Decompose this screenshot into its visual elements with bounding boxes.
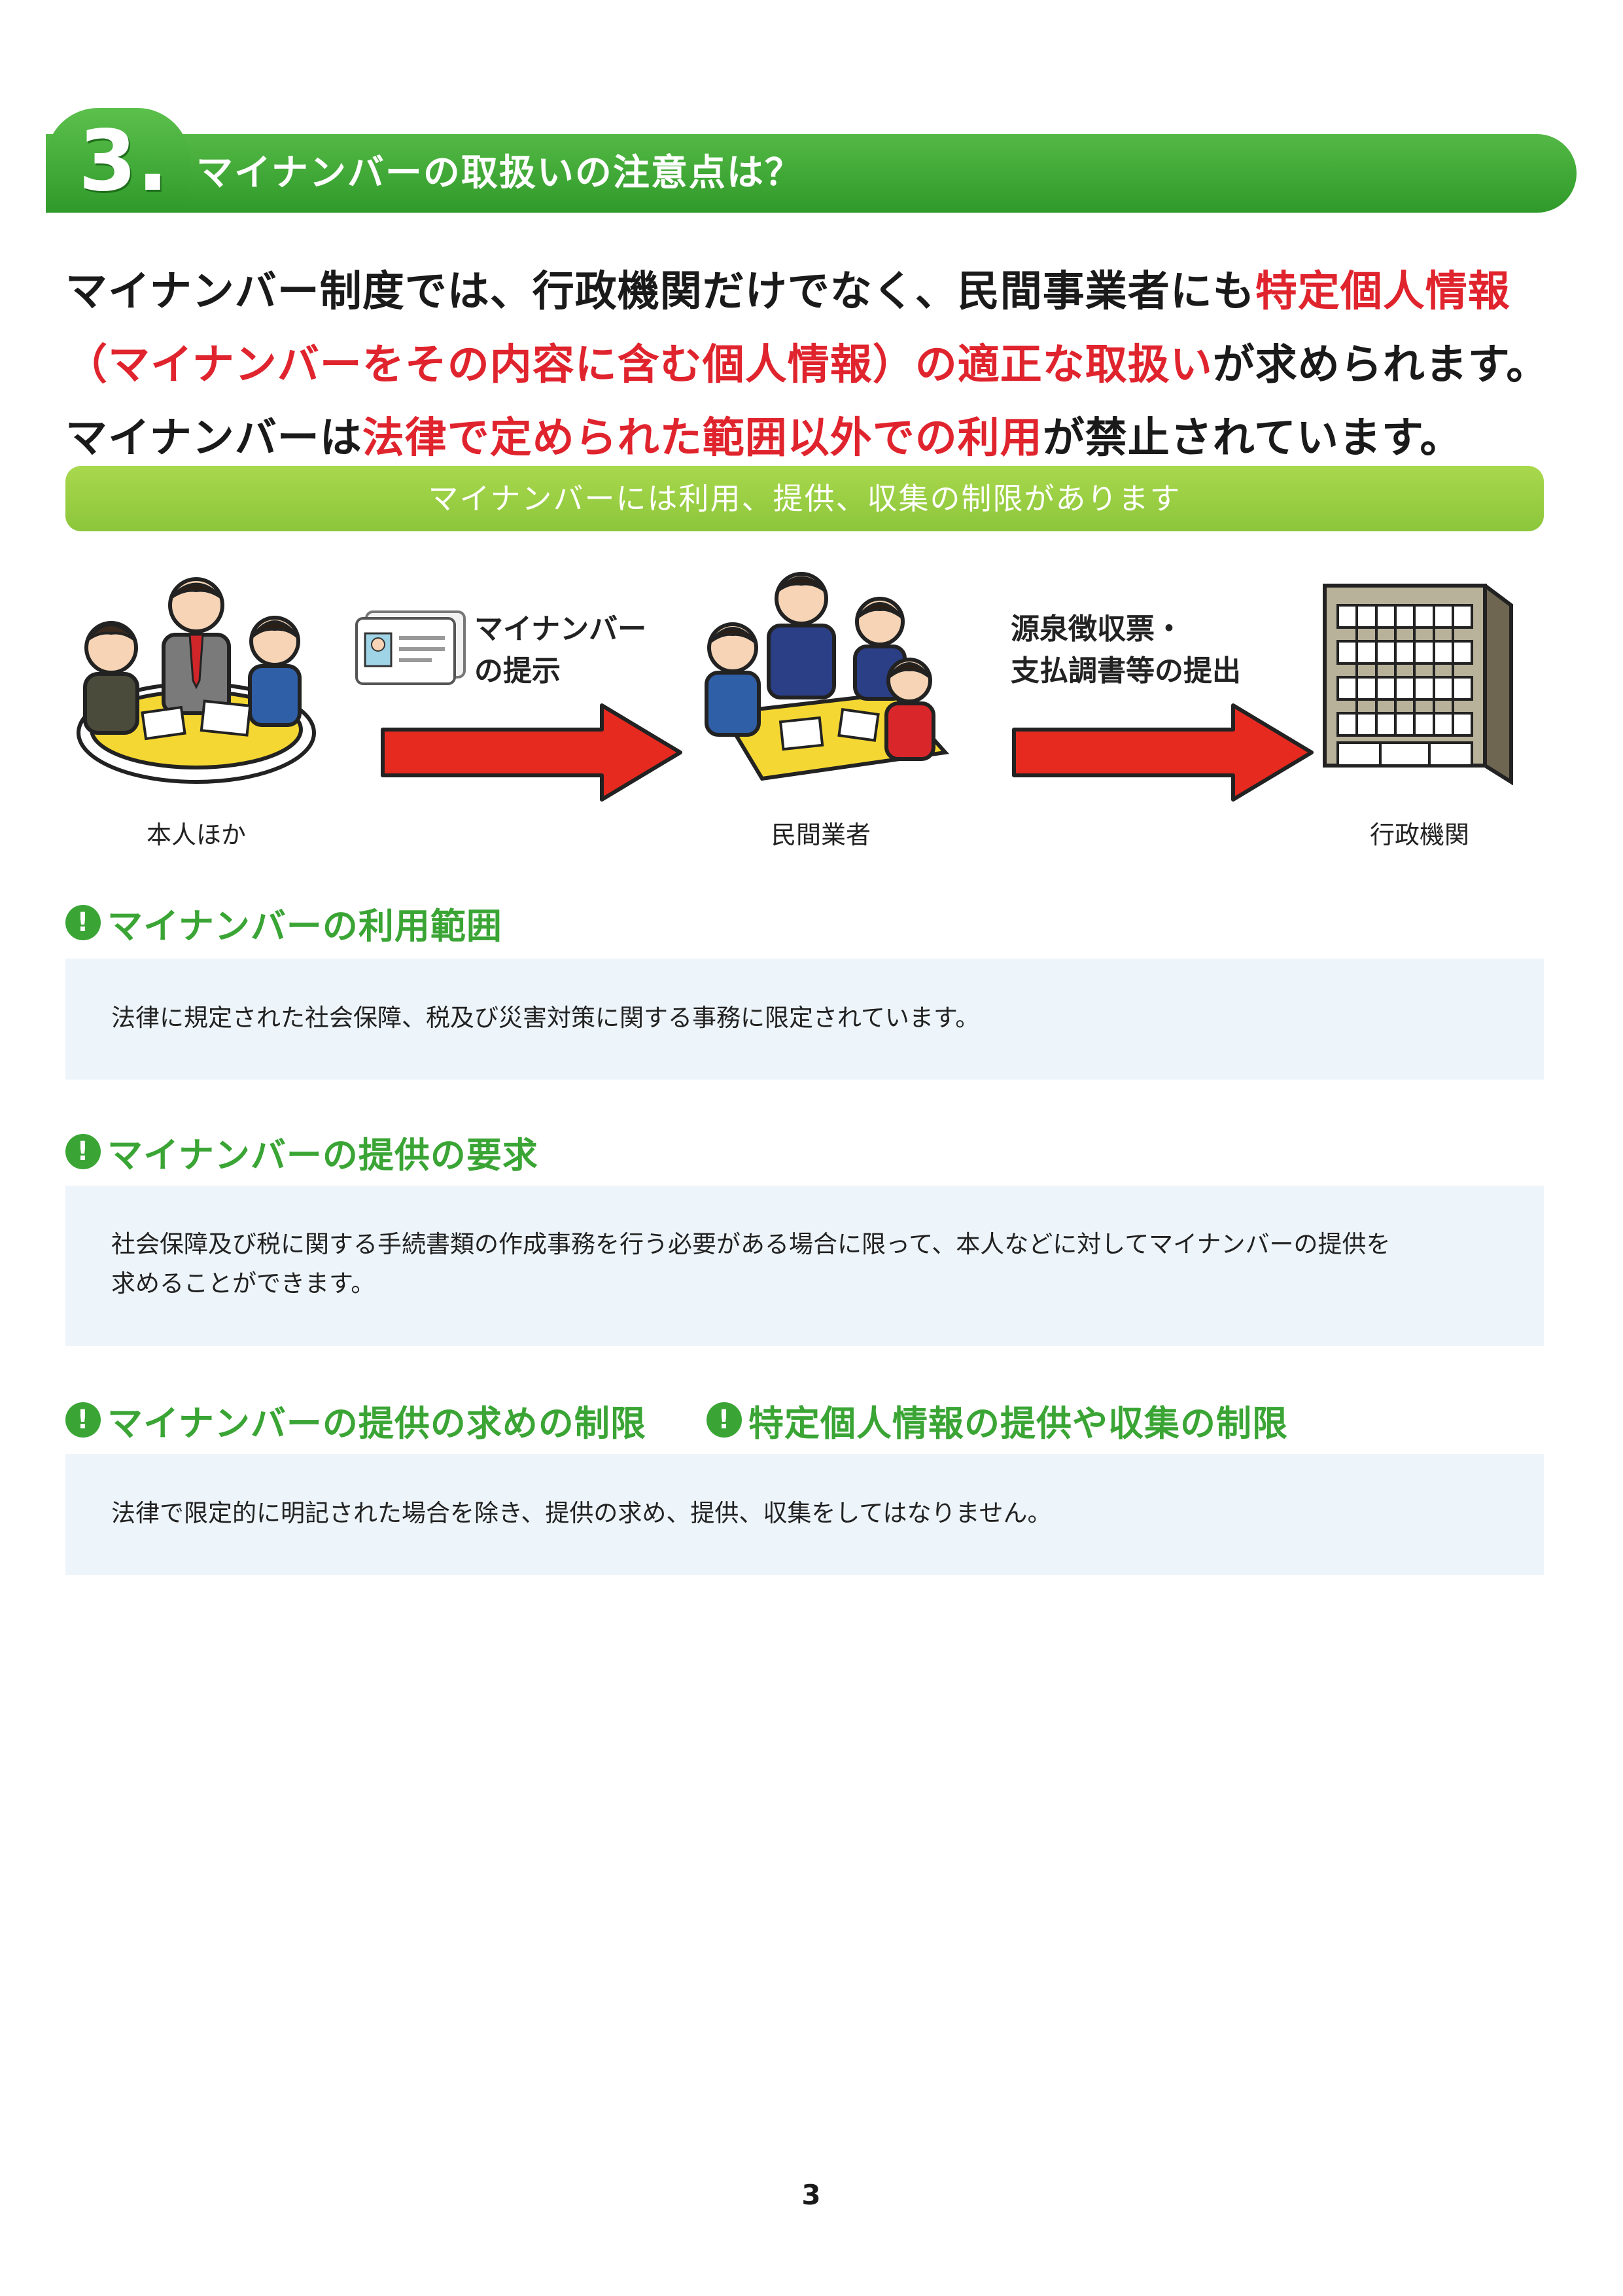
actor-label-individual: 本人ほか	[146, 821, 246, 849]
arrow2-caption-line2: 支払調書等の提出	[1011, 654, 1241, 688]
provision-request-heading-text: マイナンバーの提供の要求	[107, 1134, 538, 1176]
provision-limit-heading-text: マイナンバーの提供の求めの制限	[107, 1402, 646, 1444]
intro-text-2: が求められます。マイナンバーは	[65, 341, 1549, 463]
intro-text-1: マイナンバー制度では、行政機関だけでなく、民間事業者にも	[65, 268, 1255, 316]
arrow1-caption-line2: の提示	[474, 654, 561, 688]
usage-scope-text: 法律に規定された社会保障、税及び災害対策に関する事務に限定されています。	[111, 1004, 980, 1032]
actor-label-business: 民間業者	[771, 821, 871, 849]
section-header-bar	[46, 134, 1577, 213]
exclamation-icon: !	[65, 1402, 101, 1438]
business-people-illustration	[705, 572, 949, 781]
collection-limit-heading: ! 特定個人情報の提供や収集の制限	[707, 1397, 1288, 1444]
government-building-icon	[1323, 584, 1513, 785]
provision-limit-text: 法律で限定的に明記された場合を除き、提供の求め、提供、収集をしてはなりません。	[111, 1499, 1052, 1527]
intro-highlight-2: 法律で定められた範囲以外での利用	[362, 414, 1043, 463]
provision-request-text-line1: 社会保障及び税に関する手続書類の作成事務を行う必要がある場合に限って、本人などに…	[111, 1230, 1391, 1258]
mynumber-card-icon	[355, 610, 466, 685]
provision-limit-heading: ! マイナンバーの提供の求めの制限	[65, 1397, 646, 1444]
arrow1-caption: マイナンバー の提示	[474, 609, 684, 692]
usage-scope-box: 法律に規定された社会保障、税及び災害対策に関する事務に限定されています。	[65, 959, 1544, 1080]
section-title: マイナンバーの取扱いの注意点は？	[196, 152, 803, 194]
flow-diagram: 本人ほか マイナンバー の提示	[59, 563, 1563, 864]
page-number: 3	[801, 2179, 821, 2211]
section-number-tab	[46, 108, 190, 213]
section-number: 3.	[79, 113, 169, 210]
people-round-table-illustration	[77, 577, 316, 784]
provision-request-box: 社会保障及び税に関する手続書類の作成事務を行う必要がある場合に限って、本人などに…	[65, 1186, 1544, 1346]
provision-request-text-line2: 求めることができます。	[111, 1269, 375, 1298]
arrow-right-icon	[1012, 703, 1314, 802]
intro-highlight-1: 特定個人情報（マイナンバーをその内容に含む個人情報）の適正な取扱い	[65, 268, 1510, 389]
exclamation-icon: !	[65, 905, 101, 940]
actor-label-government: 行政機関	[1369, 821, 1469, 849]
exclamation-icon: !	[707, 1402, 742, 1438]
arrow2-caption: 源泉徴収票・ 支払調書等の提出	[1011, 609, 1285, 692]
intro-text-3: が禁止されています。	[1042, 414, 1463, 463]
usage-scope-heading: ! マイナンバーの利用範囲	[65, 900, 502, 947]
provision-request-heading: ! マイナンバーの提供の要求	[65, 1129, 538, 1176]
exclamation-icon: !	[65, 1134, 101, 1169]
arrow2-caption-line1: 源泉徴収票・	[1011, 612, 1183, 646]
intro-paragraph: マイナンバー制度では、行政機関だけでなく、民間事業者にも特定個人情報（マイナンバ…	[65, 255, 1557, 475]
arrow1-caption-line1: マイナンバー	[474, 612, 647, 646]
restriction-banner: マイナンバーには利用、提供、収集の制限があります	[65, 466, 1544, 531]
collection-limit-heading-text: 特定個人情報の提供や収集の制限	[748, 1402, 1288, 1444]
arrow-right-icon	[381, 703, 682, 802]
provision-limit-box: 法律で限定的に明記された場合を除き、提供の求め、提供、収集をしてはなりません。	[65, 1454, 1544, 1575]
usage-scope-heading-text: マイナンバーの利用範囲	[107, 905, 502, 947]
